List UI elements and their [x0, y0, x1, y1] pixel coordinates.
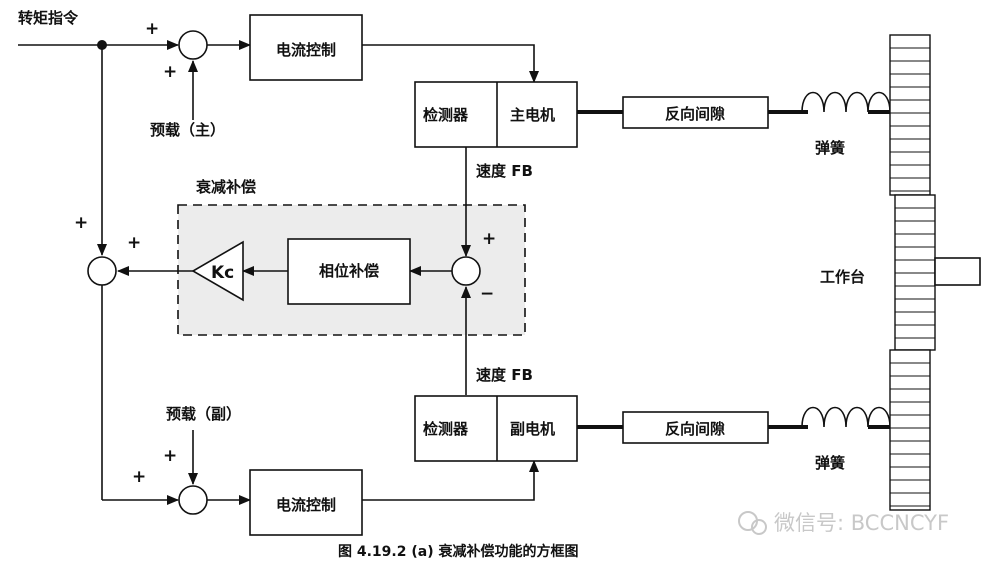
backlash-bottom-box: [622, 411, 769, 444]
gain-kc-triangle: [191, 240, 244, 302]
speed-fb-bottom-label: 速度 FB: [476, 366, 533, 384]
main-motor-label: 主电机: [510, 106, 555, 124]
sub-motor-label: 副电机: [510, 420, 555, 438]
torque-command-label: 转矩指令: [18, 9, 79, 27]
worktable-rack: [889, 34, 936, 511]
minus-sign: −: [480, 284, 494, 304]
phase-comp-label: 相位补偿: [319, 262, 379, 280]
current-control-top-label: 电流控制: [276, 41, 336, 59]
watermark-text: 微信号: BCCNCYF: [774, 511, 949, 535]
backlash-top-label: 反向间隙: [665, 105, 725, 123]
spring-top-label: 弹簧: [815, 139, 845, 157]
spring-bottom-icon: [801, 406, 891, 428]
damping-comp-label: 衰减补偿: [195, 178, 256, 196]
gain-kc-label: Kc: [211, 263, 234, 283]
worktable-shaft: [934, 257, 981, 286]
plus-sign: +: [163, 62, 177, 82]
detector-bottom-label: 检测器: [423, 420, 469, 438]
rack-segment: [889, 34, 931, 196]
sum-junction-top: [178, 30, 208, 60]
spring-bottom-label: 弹簧: [815, 454, 845, 472]
preload-sub-label: 预载（副）: [166, 405, 241, 423]
figure-caption: 图 4.19.2 (a) 衰减补偿功能的方框图: [338, 543, 578, 560]
plus-sign: +: [74, 213, 88, 233]
plus-sign: +: [145, 19, 159, 39]
phase-comp-box: [287, 238, 411, 305]
speed-fb-top-label: 速度 FB: [476, 162, 533, 180]
plus-sign: +: [482, 229, 496, 249]
sum-junction-bottom: [178, 485, 208, 515]
rack-segment: [889, 349, 931, 511]
plus-sign: +: [163, 446, 177, 466]
current-control-bottom-box: [249, 469, 363, 536]
plus-sign: +: [127, 233, 141, 253]
current-control-top-box: [249, 14, 363, 81]
plus-sign: +: [132, 467, 146, 487]
worktable-label: 工作台: [820, 268, 865, 286]
watermark: 微信号: BCCNCYF: [738, 511, 949, 535]
main-motor-block: [414, 81, 578, 148]
detector-top-label: 检测器: [423, 106, 469, 124]
preload-main-label: 预载（主）: [150, 121, 225, 139]
sum-junction-left: [87, 256, 117, 286]
spring-top-icon: [801, 91, 891, 113]
current-control-bottom-label: 电流控制: [276, 496, 336, 514]
sub-motor-block: [414, 395, 578, 462]
backlash-bottom-label: 反向间隙: [665, 420, 725, 438]
sum-junction-fb: [451, 256, 481, 286]
